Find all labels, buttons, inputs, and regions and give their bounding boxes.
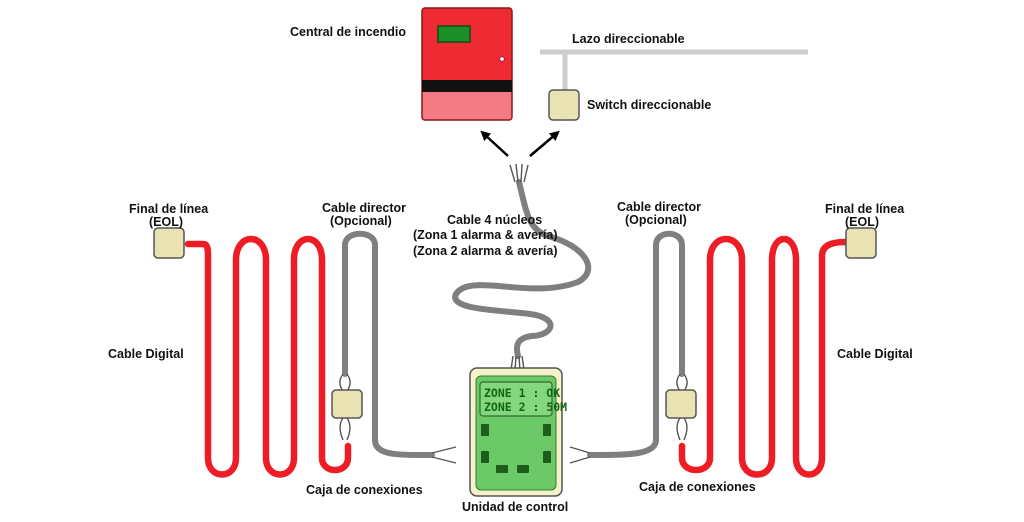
leader-cable-right [587,230,685,458]
label-eol-left-l2: (EOL) [149,215,183,229]
label-cable4-l2: (Zona 1 alarma & avería) [413,228,558,242]
label-cable-digital-right: Cable Digital [837,347,913,361]
heat-cable-left [184,235,352,478]
label-eol-right-l1: Final de línea [825,202,905,216]
label-central: Central de incendio [290,25,406,39]
leader-wires-right [569,446,591,464]
control-unit-icon [469,367,563,497]
fire-panel-icon [421,7,513,121]
label-director-right-l2: (Opcional) [625,213,687,227]
label-eol-left-l1: Final de línea [129,202,209,216]
label-switch: Switch direccionable [587,98,711,112]
lcd-line-2: ZONE 2 : 50M [484,400,567,414]
label-caja-left: Caja de conexiones [306,483,423,497]
label-director-right-l1: Cable director [617,200,701,214]
label-cable-digital-left: Cable Digital [108,347,184,361]
heat-cable-right [678,235,850,478]
label-caja-right: Caja de conexiones [639,480,756,494]
label-cable4-l1: Cable 4 núcleos [447,213,542,227]
label-lazo: Lazo direccionable [572,32,685,46]
eol-box-icon [153,227,185,259]
label-eol-right-l2: (EOL) [845,215,879,229]
label-director-left-l2: (Opcional) [330,214,392,228]
eol-box-icon [845,227,877,259]
label-unidad: Unidad de control [462,500,568,514]
junction-box-icon [331,389,363,419]
arrows [480,130,560,157]
junction-box-icon [665,389,697,419]
label-director-left-l1: Cable director [322,201,406,215]
leader-cable-left [342,230,435,458]
lazo-line [540,49,808,92]
lcd-line-1: ZONE 1 : OK [484,386,560,400]
label-cable4-l3: (Zona 2 alarma & avería) [413,244,558,258]
four-core-cable [452,163,592,372]
switch-box-icon [548,89,580,121]
leader-wires-left [431,446,457,464]
